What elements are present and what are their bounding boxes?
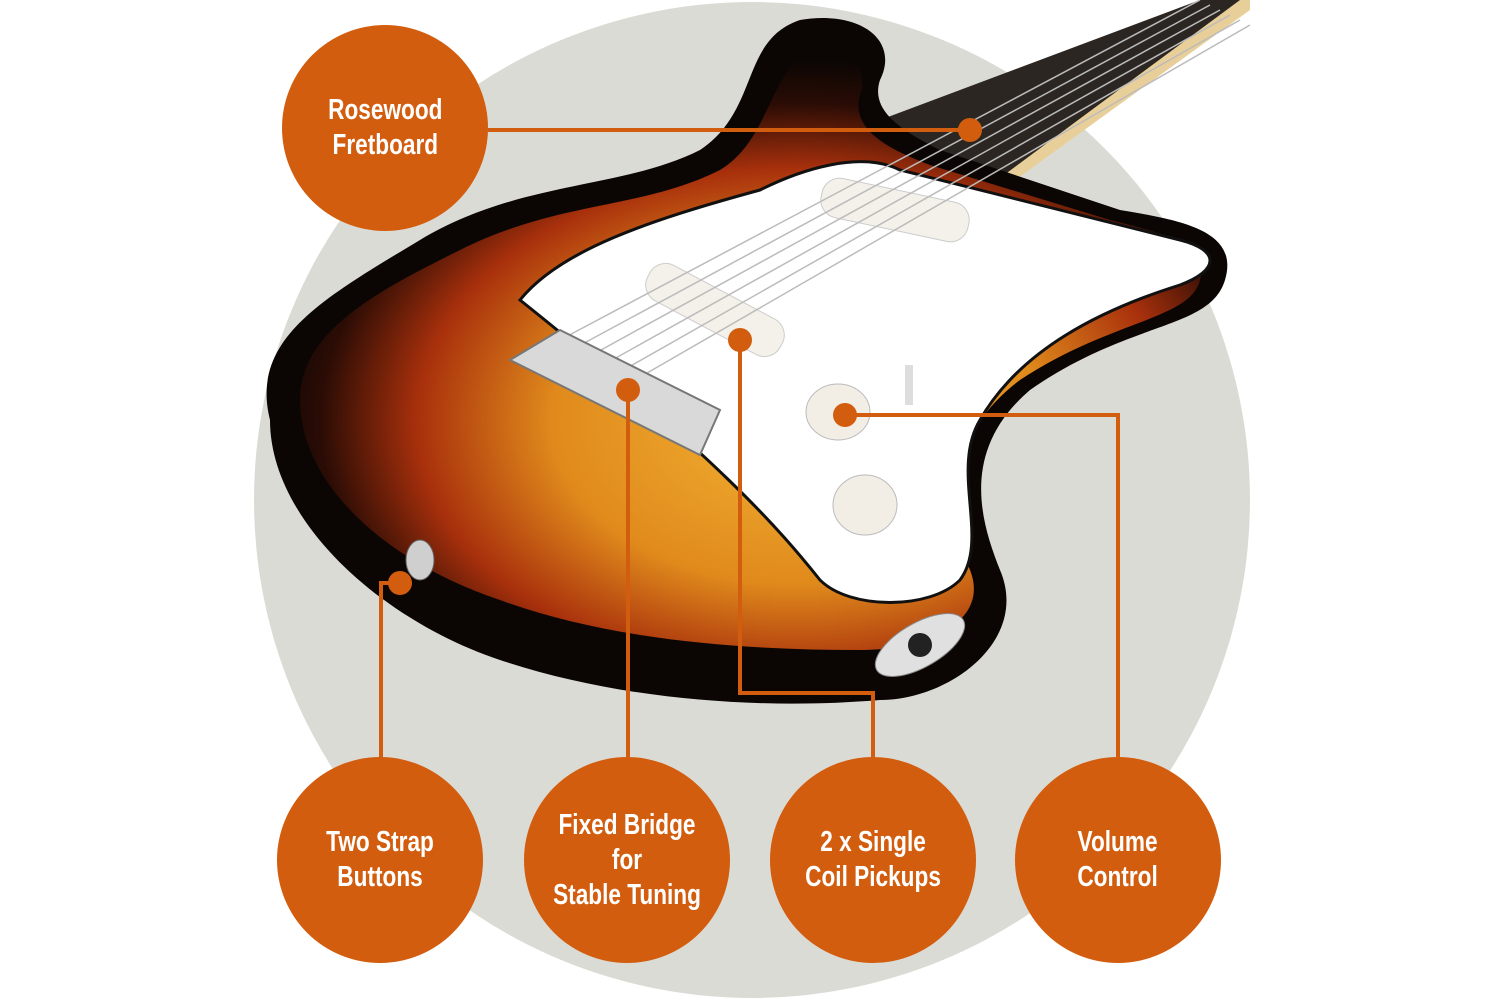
tone-knob [832, 474, 898, 536]
neck-pickup [820, 177, 970, 243]
callout-label: 2 x Single Coil Pickups [805, 826, 941, 893]
callout-rosewood-fretboard: Rosewood Fretboard [282, 25, 488, 231]
callout-label: Two Strap Buttons [326, 826, 434, 893]
pickup-switch [905, 365, 913, 405]
pickguard [517, 160, 1212, 604]
pickup-marker-dot [728, 328, 752, 352]
callout-fixed-bridge: Fixed Bridge for Stable Tuning [524, 757, 730, 963]
volume-marker-dot [833, 403, 857, 427]
bridge-marker-dot [616, 378, 640, 402]
callout-two-strap-buttons: Two Strap Buttons [277, 757, 483, 963]
strap-marker-dot [388, 571, 412, 595]
callout-volume-control: Volume Control [1015, 757, 1221, 963]
callout-label: Rosewood Fretboard [327, 94, 443, 161]
strings [559, 0, 1251, 381]
bridge [507, 328, 722, 457]
fretboard-marker-dot [958, 118, 982, 142]
leader-lines [379, 128, 1120, 757]
callout-label: Fixed Bridge for Stable Tuning [553, 808, 701, 911]
leader-dots [388, 118, 982, 595]
strap-button [405, 539, 435, 581]
callout-label: Volume Control [1077, 826, 1159, 893]
callout-single-coil-pickups: 2 x Single Coil Pickups [770, 757, 976, 963]
